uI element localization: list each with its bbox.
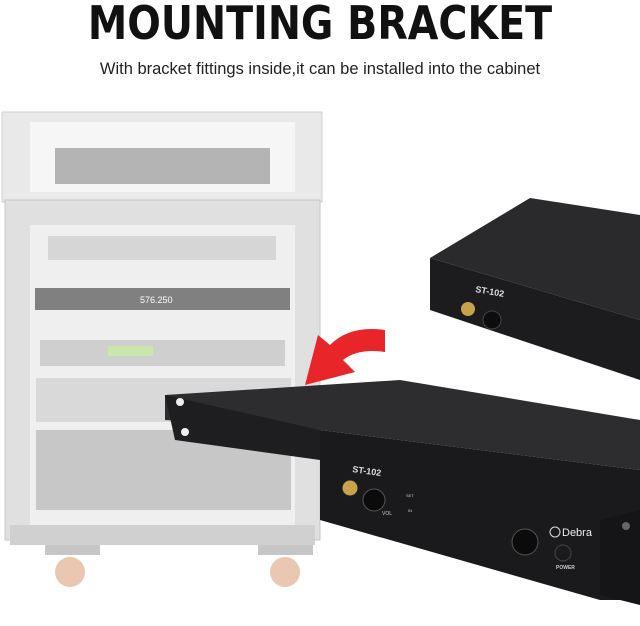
device-lower-with-bracket: ST-102 VOL SET IN Debra POWER: [165, 380, 640, 605]
power-label: POWER: [556, 565, 575, 571]
rack-cabinet: 576.250: [1, 111, 323, 587]
brand-logo-icon: [549, 526, 561, 538]
rack-unit-receiver: [48, 236, 276, 260]
set-label: SET: [406, 493, 414, 498]
page-subtitle: With bracket fittings inside,it can be i…: [99, 60, 541, 78]
rack-mixer: [55, 148, 270, 184]
in-label: IN: [408, 508, 412, 513]
power-button: [554, 544, 572, 562]
rack-wheel-right: [270, 557, 300, 587]
device-upper: ST-102: [430, 198, 640, 380]
rack-wheel-left: [55, 557, 85, 587]
rack-unit-st102: [35, 288, 290, 310]
volume-knob: [362, 488, 386, 512]
channel-knob: [511, 528, 539, 556]
headphone-jack: [341, 479, 359, 497]
mounting-bracket: [165, 395, 320, 460]
page-title: MOUNTING BRACKET: [87, 0, 553, 50]
upper-model-label: ST-102: [475, 284, 505, 299]
model-label: ST-102: [352, 464, 382, 478]
rack-display-text: 576.250: [140, 295, 173, 305]
brand-label: Debra: [562, 527, 593, 539]
rack-unit-processor: [40, 340, 285, 366]
insert-arrow: [305, 329, 385, 385]
vol-label: VOL: [382, 511, 392, 517]
